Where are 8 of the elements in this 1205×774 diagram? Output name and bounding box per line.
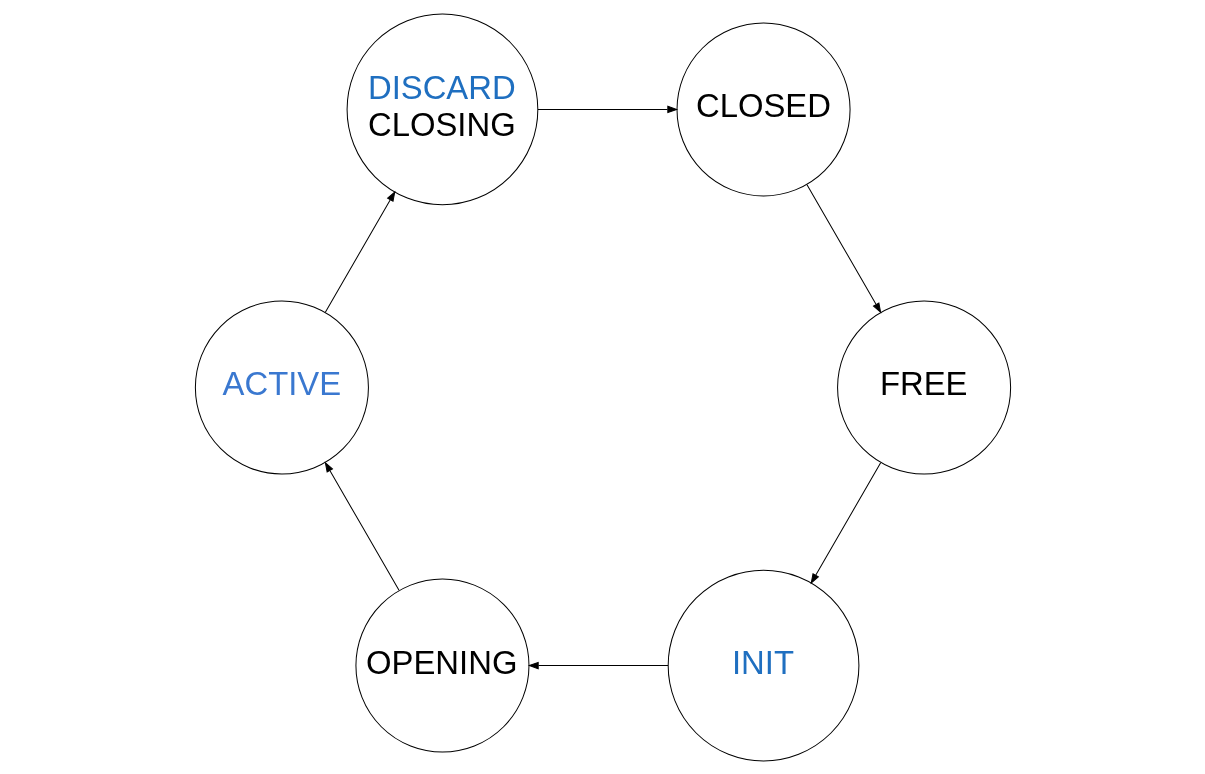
arrow — [536, 105, 678, 113]
arrow — [324, 461, 399, 591]
node-circle: OPENING — [354, 578, 529, 753]
arrow — [810, 461, 881, 584]
arrow — [527, 661, 669, 669]
arrow — [324, 190, 395, 313]
arrow — [806, 183, 881, 313]
node-circle: CLOSED — [676, 21, 851, 196]
